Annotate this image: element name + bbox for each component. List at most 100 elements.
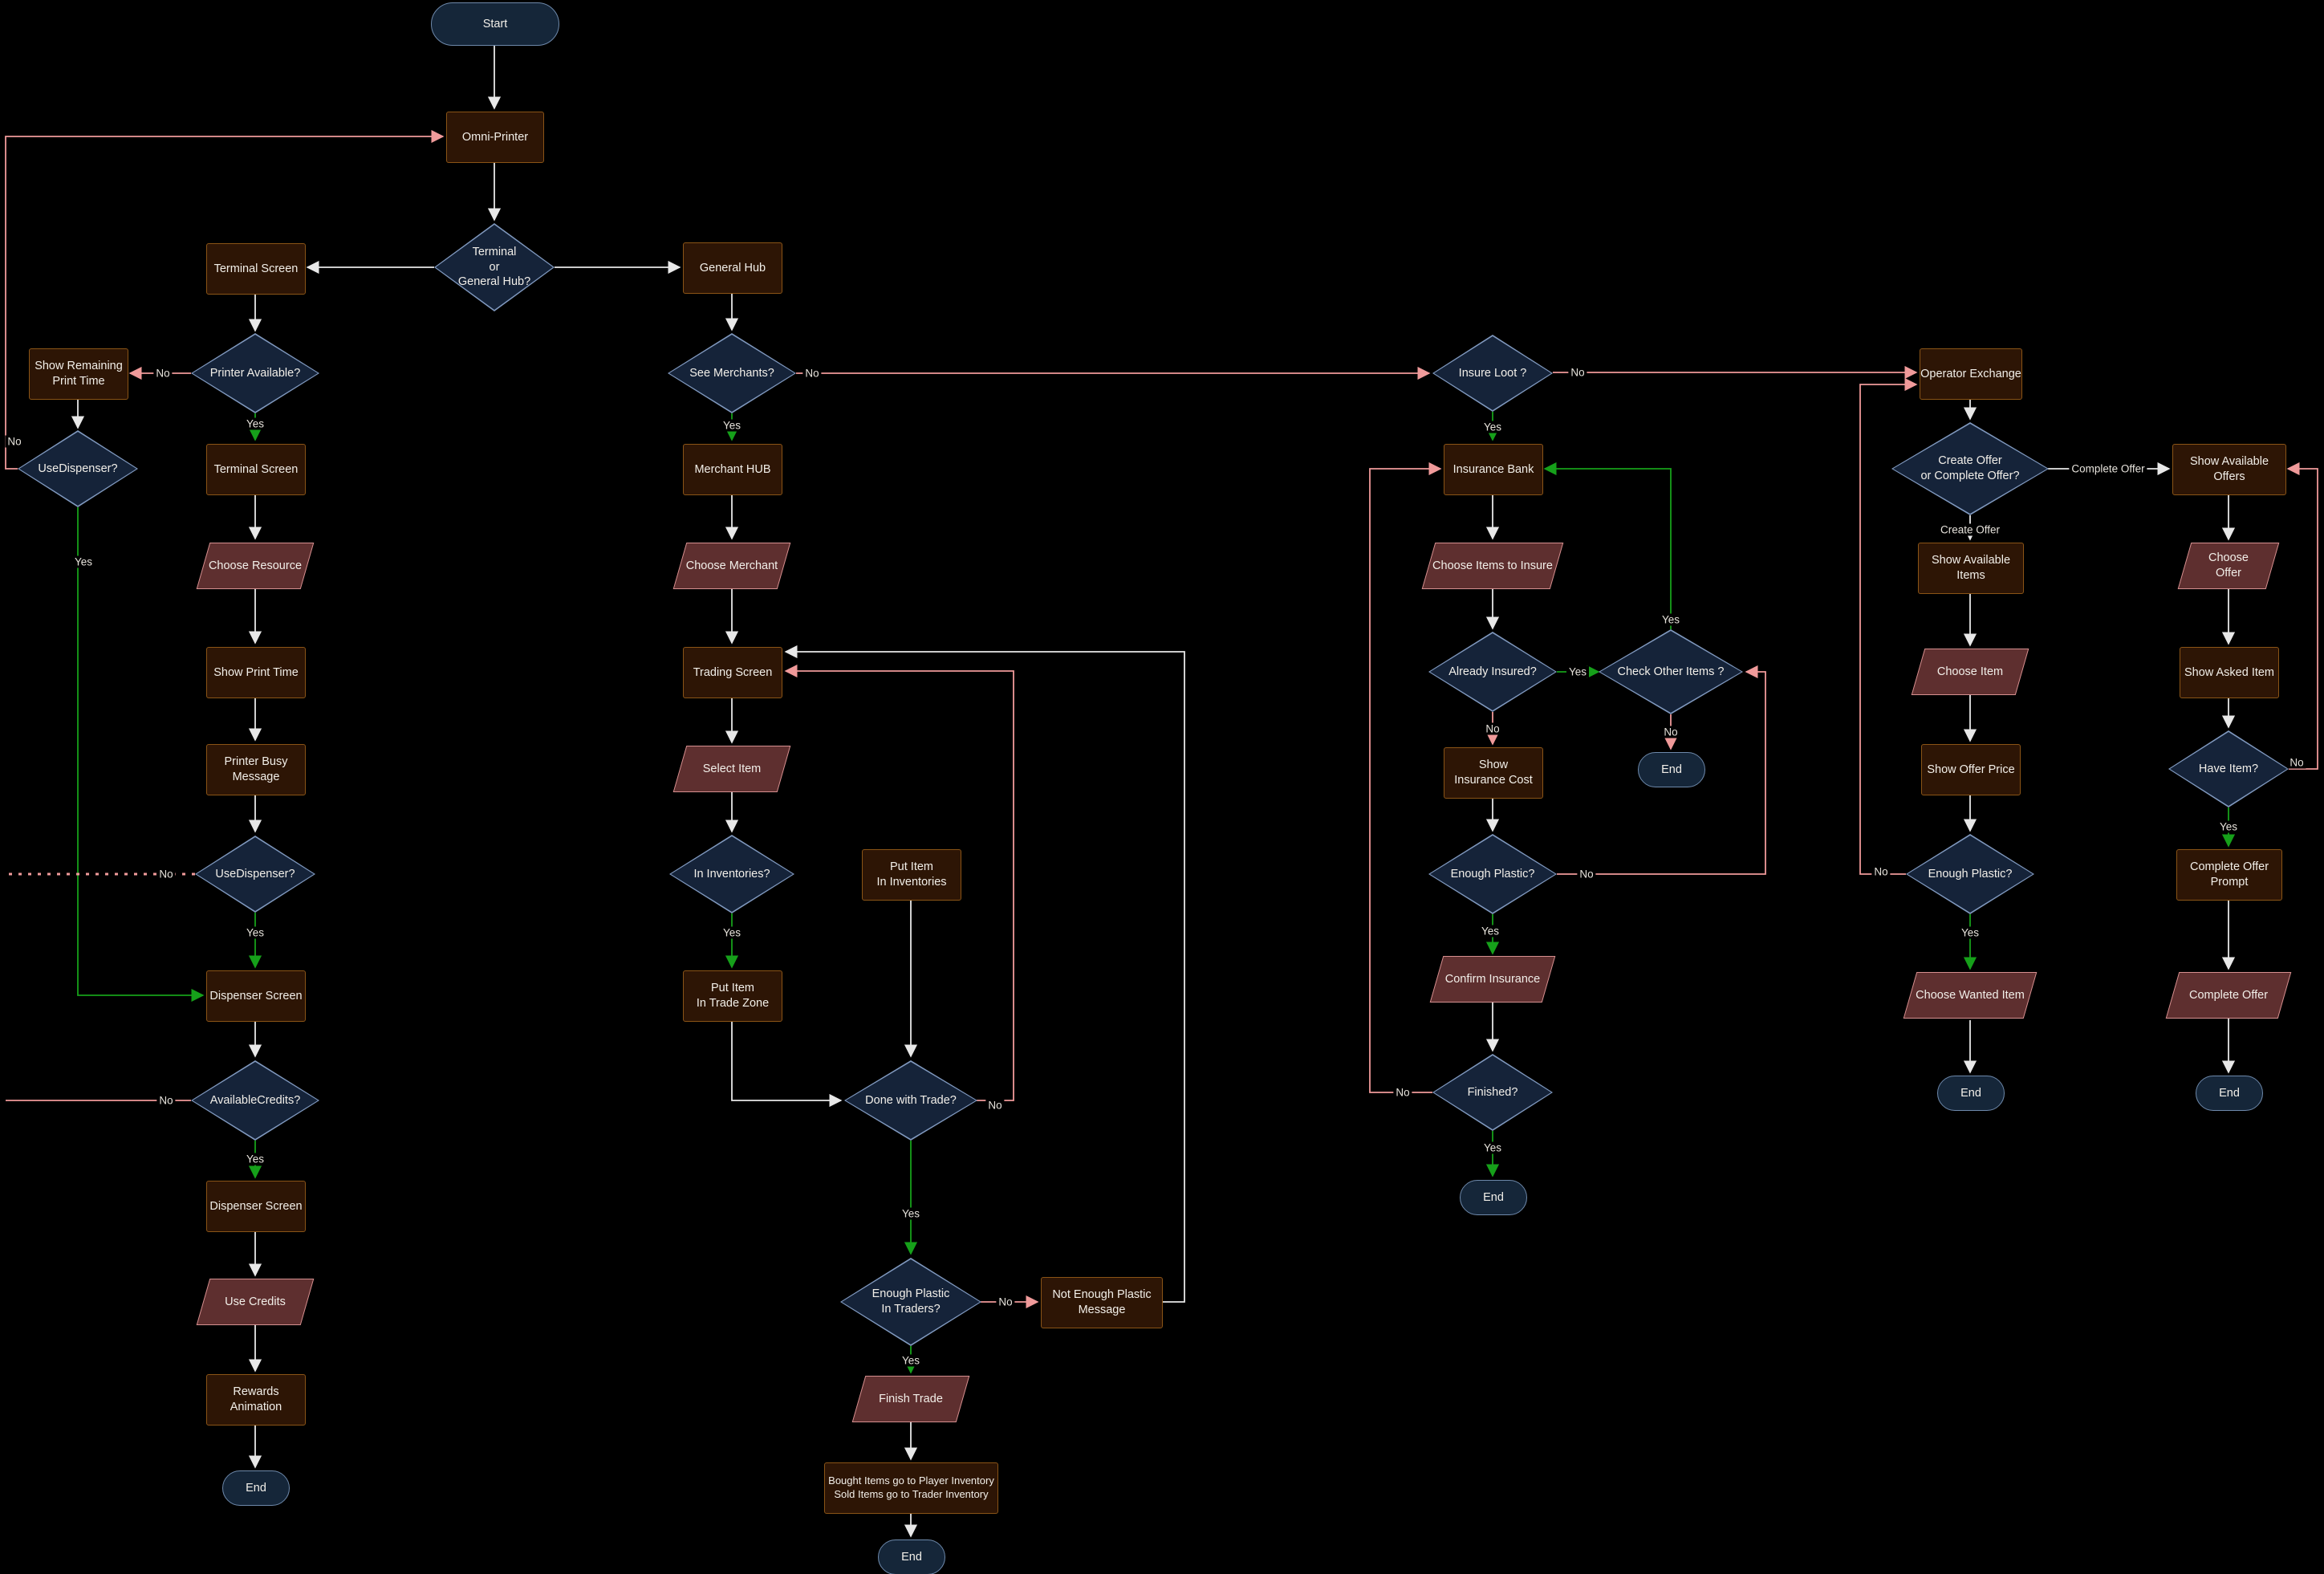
node-complete-offer-prompt: Complete Offer Prompt	[2176, 849, 2282, 901]
edge-label-yes: Yes	[1481, 1141, 1505, 1154]
node-label: Have Item?	[2198, 762, 2259, 775]
node-label: Complete Offer Prompt	[2189, 860, 2269, 889]
node-terminal-screen-2: Terminal Screen	[206, 444, 306, 495]
node-label: End	[1483, 1190, 1504, 1204]
node-label: Show Insurance Cost	[1454, 759, 1533, 787]
node-label: End	[246, 1481, 266, 1495]
edge-label-yes: Yes	[720, 419, 744, 432]
node-label: Dispenser Screen	[209, 1199, 303, 1213]
node-label: Dispenser Screen	[209, 989, 303, 1003]
node-label: Show Available Items	[1931, 554, 2011, 582]
node-terminal-or-hub: Terminal or General Hub?	[434, 223, 555, 311]
node-label: Terminal or General Hub?	[457, 246, 531, 289]
node-end-check: End	[1638, 752, 1705, 787]
node-show-remaining: Show Remaining Print Time	[29, 348, 128, 400]
node-general-hub: General Hub	[683, 242, 782, 294]
node-label: Enough Plastic?	[1928, 867, 2013, 881]
node-label: End	[1960, 1086, 1981, 1100]
node-end-middle: End	[878, 1539, 945, 1574]
node-use-dispenser-1: UseDispenser?	[18, 430, 138, 507]
node-label: Check Other Items ?	[1617, 665, 1725, 678]
node-label: Show Available Offers	[2189, 455, 2269, 483]
node-dispenser-screen-1: Dispenser Screen	[206, 970, 306, 1022]
node-label: Trading Screen	[693, 665, 773, 679]
node-show-available-items: Show Available Items	[1918, 543, 2024, 594]
node-choose-item: Choose Item	[1911, 649, 2029, 695]
node-operator-exchange: Operator Exchange	[1920, 348, 2022, 400]
node-have-item: Have Item?	[2168, 730, 2289, 807]
edge-label-no: No	[1871, 865, 1891, 878]
node-choose-wanted-item: Choose Wanted Item	[1903, 972, 2038, 1019]
node-finish-trade: Finish Trade	[851, 1376, 970, 1422]
edge-label-complete-offer: Complete Offer	[2069, 462, 2147, 475]
node-dispenser-screen-2: Dispenser Screen	[206, 1181, 306, 1232]
node-label: UseDispenser?	[215, 867, 295, 881]
node-label: Choose Items to Insure	[1432, 559, 1553, 572]
node-label: Show Remaining Print Time	[35, 360, 123, 388]
node-finished: Finished?	[1432, 1054, 1553, 1131]
node-printer-busy: Printer Busy Message	[206, 744, 306, 795]
node-label: Create Offer or Complete Offer?	[1920, 454, 2020, 482]
node-label: End	[901, 1550, 922, 1564]
node-label: Use Credits	[225, 1295, 286, 1308]
edge-label-yes: Yes	[2216, 820, 2241, 833]
edge-label-yes: Yes	[1566, 665, 1590, 678]
node-label: Show Offer Price	[1927, 763, 2015, 776]
node-use-credits: Use Credits	[196, 1279, 315, 1325]
node-printer-available: Printer Available?	[191, 333, 319, 413]
node-terminal-screen-1: Terminal Screen	[206, 243, 306, 295]
node-label: Start	[482, 17, 508, 31]
edge-label-no: No	[1577, 868, 1596, 881]
node-already-insured: Already Insured?	[1428, 632, 1557, 712]
node-label: End	[1661, 763, 1682, 776]
node-end-complete: End	[2196, 1076, 2263, 1111]
node-label: Put Item In Inventories	[876, 860, 947, 889]
edge-label-yes: Yes	[243, 1153, 267, 1165]
node-enough-plastic-traders: Enough Plastic In Traders?	[840, 1258, 981, 1346]
node-label: Finished?	[1467, 1085, 1518, 1099]
edge-no-loop-availableoffers	[2286, 462, 2318, 770]
node-label: Enough Plastic?	[1450, 867, 1535, 881]
edge-loop-tradingscreen	[784, 645, 1185, 1303]
node-label: Merchant HUB	[694, 462, 771, 476]
edge-label-no: No	[1483, 722, 1502, 735]
edge-label-yes: Yes	[1481, 421, 1505, 433]
node-label: Terminal Screen	[213, 462, 299, 476]
node-label: End	[2219, 1086, 2240, 1100]
node-check-other-items: Check Other Items ?	[1599, 629, 1743, 714]
node-label: Show Asked Item	[2184, 665, 2275, 679]
node-show-asked-item: Show Asked Item	[2180, 647, 2279, 698]
node-label: Choose Offer	[2208, 551, 2249, 580]
node-omni-printer: Omni-Printer	[446, 112, 544, 163]
edge-label-no: No	[2287, 756, 2306, 769]
node-put-item-inventories: Put Item In Inventories	[862, 849, 961, 901]
node-in-inventories: In Inventories?	[669, 835, 794, 913]
node-trading-screen: Trading Screen	[683, 647, 782, 698]
node-label: Complete Offer	[2188, 988, 2269, 1002]
edge-label-yes: Yes	[243, 926, 267, 939]
node-end-left: End	[222, 1470, 290, 1506]
node-create-or-complete: Create Offer or Complete Offer?	[1891, 422, 2049, 515]
edge-label-no: No	[802, 367, 822, 380]
node-label: Bought Items go to Player Inventory Sold…	[828, 1474, 994, 1500]
node-insure-loot: Insure Loot ?	[1432, 335, 1553, 412]
edge-yes-dispenser	[77, 507, 205, 1003]
node-end-insurance: End	[1460, 1180, 1527, 1215]
node-insurance-bank: Insurance Bank	[1444, 444, 1543, 495]
node-show-available-offers: Show Available Offers	[2172, 444, 2286, 495]
edge-label-no: No	[1661, 726, 1680, 738]
node-label: Operator Exchange	[1920, 367, 2021, 380]
node-label: Insure Loot ?	[1458, 366, 1527, 380]
node-label: AvailableCredits?	[209, 1093, 301, 1107]
node-enough-plastic-ins: Enough Plastic?	[1428, 834, 1557, 914]
node-label: See Merchants?	[689, 366, 774, 380]
node-label: Choose Item	[1936, 665, 2004, 678]
node-label: Printer Busy Message	[224, 755, 288, 783]
edge-label-no: No	[996, 1295, 1015, 1308]
node-label: Finish Trade	[879, 1392, 943, 1405]
node-see-merchants: See Merchants?	[668, 333, 796, 413]
node-label: Omni-Printer	[461, 130, 529, 144]
edge	[731, 1020, 843, 1108]
node-label: Choose Merchant	[685, 559, 778, 572]
edge-label-no: No	[5, 435, 24, 448]
